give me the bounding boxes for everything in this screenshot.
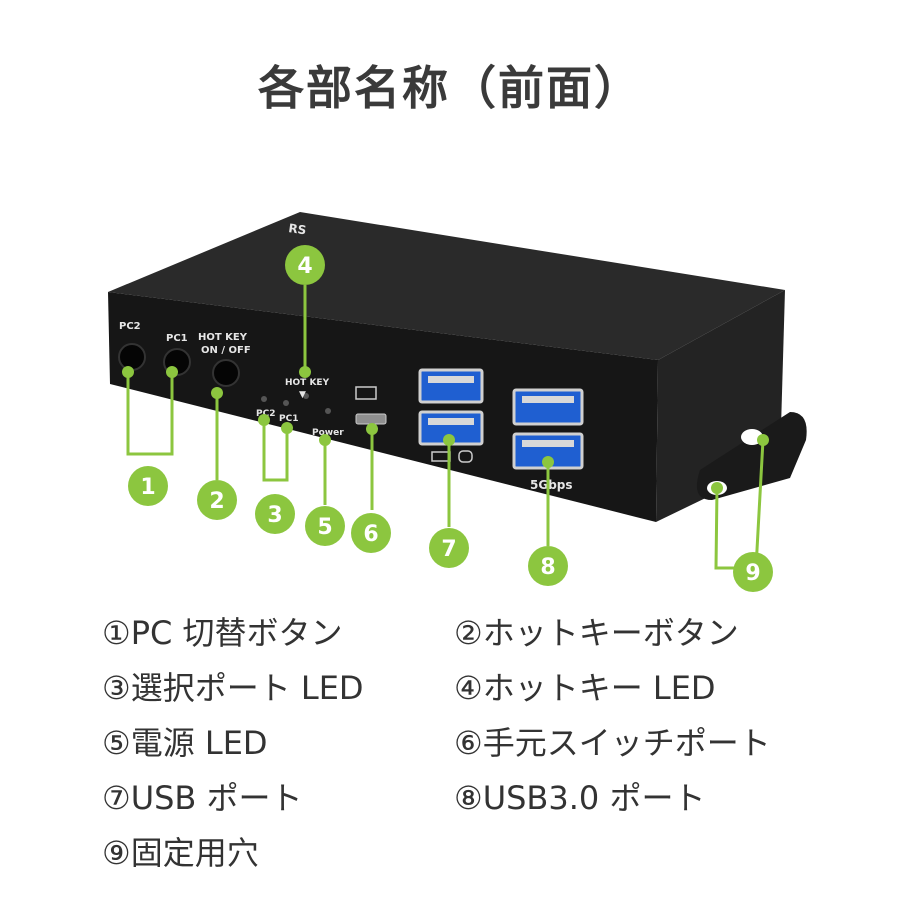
brand-logo-text: RS [288,221,308,237]
pc1-led [283,400,289,406]
hotkey-button-label-line2: ON / OFF [201,345,251,356]
svg-text:1: 1 [140,475,155,500]
svg-text:4: 4 [297,254,312,279]
legend-item-console-port: ⑥手元スイッチポート [454,724,771,762]
pc1-led-label: PC1 [279,414,298,424]
device-top-surface [108,212,785,360]
legend-item-hotkey-led: ④ホットキー LED [454,669,716,707]
kvm-switch-diagram: RS PC2 PC1 HOT KEY ON / OFF PC2 PC1 HOT … [108,212,807,592]
svg-text:5: 5 [317,515,332,540]
legend-item-pc-switch-button: ①PC 切替ボタン [102,614,343,652]
legend-item-mounting-hole: ⑨固定用穴 [102,834,259,872]
speed-label: 5Gbps [530,478,573,492]
callout-9: 9 [733,552,773,592]
svg-text:6: 6 [363,522,378,547]
mouse-icon [458,450,473,463]
legend-item-usb3-port: ⑧USB3.0 ポート [454,779,706,817]
svg-text:9: 9 [745,561,760,586]
callout-8: 8 [528,546,568,586]
callout-5: 5 [305,506,345,546]
svg-text:3: 3 [267,503,282,528]
pc2-led-label: PC2 [256,409,275,419]
console-port-icon [355,386,377,400]
usb-port-1[interactable] [418,368,484,404]
callout-4: 4 [285,245,325,285]
parts-legend: ①PC 切替ボタン ②ホットキーボタン ③選択ポート LED ④ホットキー LE… [102,606,822,881]
hotkey-led-label: HOT KEY [285,378,330,388]
callout-dots [122,366,769,494]
callout-6: 6 [351,513,391,553]
svg-text:2: 2 [209,489,224,514]
hotkey-led [303,393,309,399]
power-led [325,408,331,414]
hotkey-led-arrow-icon: ▼ [299,390,306,400]
usb3-port-1[interactable] [512,388,584,426]
page-title: 各部名称（前面） [258,61,642,115]
legend-item-power-led: ⑤電源 LED [102,724,268,762]
svg-text:8: 8 [540,555,555,580]
legend-item-hotkey-button: ②ホットキーボタン [454,614,739,652]
pc1-button-label: PC1 [166,333,188,344]
callout-2: 2 [197,480,237,520]
usb-port-group-right: 5Gbps [512,388,584,492]
callout-1: 1 [128,466,168,506]
pc2-button[interactable] [118,343,146,371]
svg-text:7: 7 [441,537,456,562]
callout-3: 3 [255,494,295,534]
power-led-label: Power [312,428,344,438]
console-port[interactable] [355,413,387,425]
hotkey-button-label-line1: HOT KEY [198,332,248,343]
legend-item-usb-port: ⑦USB ポート [102,779,303,817]
pc2-button-label: PC2 [119,321,141,332]
mounting-bracket [696,412,807,500]
hotkey-button[interactable] [212,359,240,387]
pc2-led [261,396,267,402]
usb-port-group-left [418,368,484,463]
legend-item-port-select-led: ③選択ポート LED [102,669,364,707]
callout-7: 7 [429,528,469,568]
